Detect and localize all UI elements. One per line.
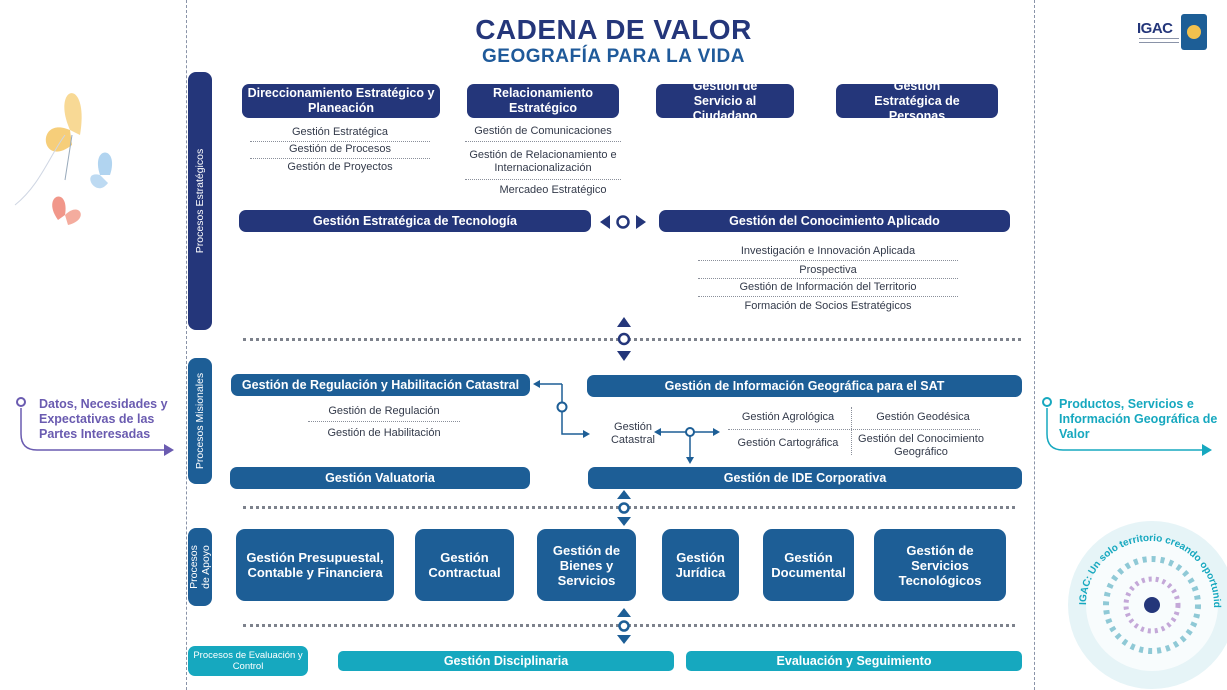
category-misionales: Procesos Misionales xyxy=(188,358,212,484)
up-down-arrow-icon xyxy=(617,608,631,644)
territory-seal: IGAC: Un solo territorio creando oportun… xyxy=(1063,497,1227,689)
page-subtitle: GEOGRAFÍA PARA LA VIDA xyxy=(482,46,745,67)
up-down-arrow-icon xyxy=(617,317,631,361)
sub-gestion-relacionamiento: Gestión de Relacionamiento e Internacion… xyxy=(469,149,617,174)
connector-lines xyxy=(533,380,720,464)
sub-gestion-proyectos: Gestión de Proyectos xyxy=(287,161,393,173)
sub-gestion-procesos: Gestión de Procesos xyxy=(288,143,392,155)
apoyo-bienes-servicios: Gestión de Bienes y Servicios xyxy=(537,529,636,601)
sub-gestion-comunicaciones: Gestión de Comunicaciones xyxy=(474,125,612,137)
butterfly-decoration xyxy=(14,93,113,225)
globe-icon xyxy=(1181,14,1207,50)
sub-conocimiento-geografico: Gestión del Conocimiento Geográfico xyxy=(858,433,984,458)
relacionamiento-pill: Relacionamiento Estratégico xyxy=(467,84,619,118)
left-divider xyxy=(186,0,187,690)
sub-mercadeo-estrategico: Mercadeo Estratégico xyxy=(499,184,607,196)
category-estrategicos: Procesos Estratégicos xyxy=(188,72,212,330)
regulacion-pill: Gestión de Regulación y Habilitación Cat… xyxy=(231,374,530,396)
igac-logo: IGAC xyxy=(1137,14,1209,54)
up-down-arrow-icon xyxy=(617,490,631,526)
ide-corporativa-pill: Gestión de IDE Corporativa xyxy=(588,467,1022,489)
category-apoyo: Procesos de Apoyo xyxy=(188,528,212,606)
estrategica-personas-pill: Gestión Estratégica de Personas xyxy=(836,79,998,123)
page-title: CADENA DE VALOR xyxy=(475,14,752,45)
valuatoria-pill: Gestión Valuatoria xyxy=(230,467,530,489)
gestion-catastral-label: Gestión Catastral xyxy=(610,421,656,446)
tecnologia-pill: Gestión Estratégica de Tecnología xyxy=(239,210,591,232)
apoyo-documental: Gestión Documental xyxy=(763,529,854,601)
sub-prospectiva: Prospectiva xyxy=(799,264,857,276)
evaluacion-seguimiento-pill: Evaluación y Seguimiento xyxy=(686,651,1022,671)
conocimiento-pill: Gestión del Conocimiento Aplicado xyxy=(659,210,1010,232)
disciplinaria-pill: Gestión Disciplinaria xyxy=(338,651,674,671)
servicio-ciudadano-pill: Gestión de Servicio al Ciudadano xyxy=(656,79,794,123)
apoyo-juridica: Gestión Jurídica xyxy=(662,529,739,601)
apoyo-servicios-tecnologicos: Gestión de Servicios Tecnológicos xyxy=(874,529,1006,601)
sub-gestion-estrategica: Gestión Estratégica xyxy=(292,126,388,138)
output-text: Productos, Servicios e Información Geogr… xyxy=(1059,397,1218,441)
sub-gestion-regulacion: Gestión de Regulación xyxy=(328,405,440,417)
igac-logo-text: IGAC xyxy=(1137,20,1173,37)
sub-agrologica: Gestión Agrológica xyxy=(741,411,835,423)
output-flow-arrow xyxy=(1042,397,1212,456)
apoyo-contractual: Gestión Contractual xyxy=(415,529,514,601)
sub-gestion-habilitacion: Gestión de Habilitación xyxy=(327,427,441,439)
sub-formacion-socios: Formación de Socios Estratégicos xyxy=(744,300,912,312)
sub-investigacion: Investigación e Innovación Aplicada xyxy=(740,245,916,257)
sub-geodesica: Gestión Geodésica xyxy=(876,411,970,423)
apoyo-presupuestal: Gestión Presupuestal, Contable y Financi… xyxy=(236,529,394,601)
right-divider xyxy=(1034,0,1035,690)
input-text: Datos, Necesidades y Expectativas de las… xyxy=(39,397,168,441)
input-flow-arrow xyxy=(16,397,174,456)
bidirectional-arrow-icon xyxy=(600,215,646,229)
category-evaluacion: Procesos de Evaluación y Control xyxy=(188,646,308,676)
direccionamiento-pill: Direccionamiento Estratégico y Planeació… xyxy=(242,84,440,118)
sub-cartografica: Gestión Cartográfica xyxy=(737,437,839,449)
info-geografica-pill: Gestión de Información Geográfica para e… xyxy=(587,375,1022,397)
sub-informacion-territorio: Gestión de Información del Territorio xyxy=(739,281,917,293)
section-separator xyxy=(243,338,1021,341)
